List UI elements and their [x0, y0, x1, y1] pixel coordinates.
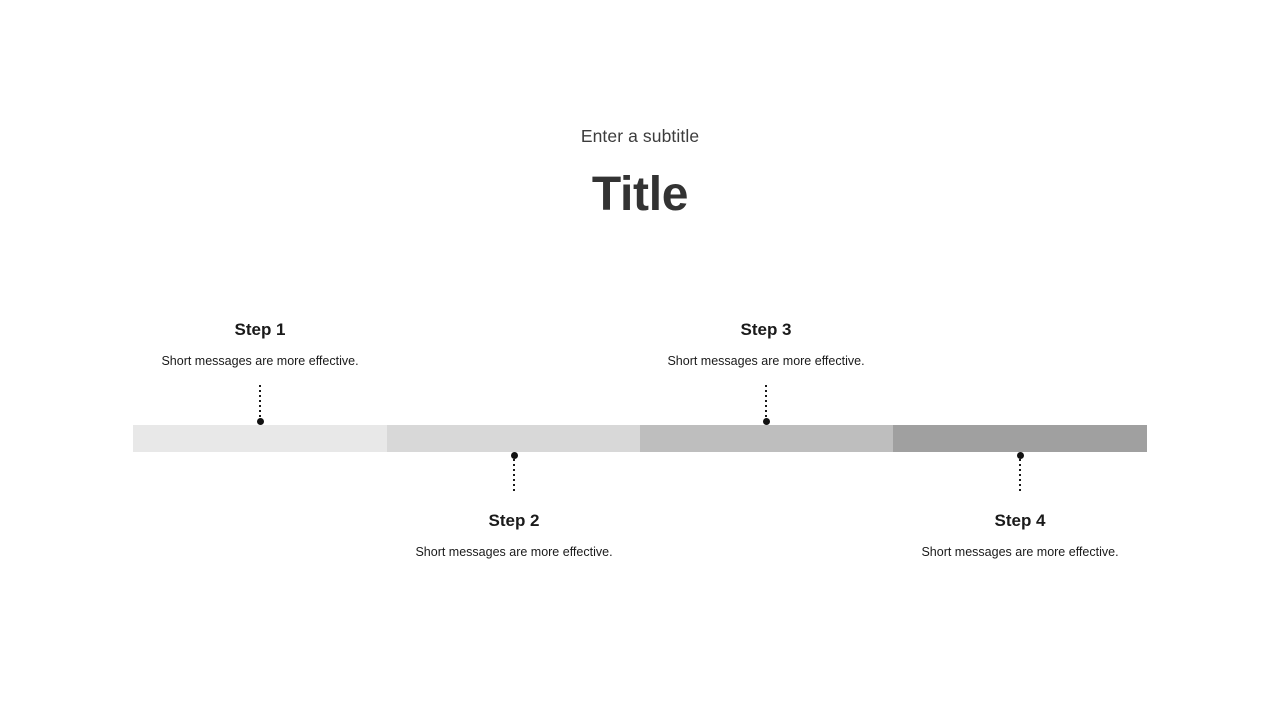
step-text-block-3: Step 3 Short messages are more effective. [616, 320, 916, 370]
step-connector-1 [256, 385, 264, 425]
slide-title[interactable]: Title [591, 168, 689, 221]
dotted-line-icon-3 [765, 385, 767, 418]
step-description-2[interactable]: Short messages are more effective. [415, 545, 613, 560]
timeline-graphic [133, 425, 1147, 452]
dotted-line-icon-4 [1019, 459, 1021, 492]
step-marker-dot-4[interactable] [1016, 452, 1024, 459]
slide-header: Enter a subtitle Title [0, 126, 1280, 222]
step-label-1[interactable]: Step 1 [234, 320, 286, 339]
step-text-block-4: Step 4 Short messages are more effective. [870, 511, 1170, 561]
step-connector-4 [1016, 452, 1024, 492]
step-label-4[interactable]: Step 4 [994, 511, 1046, 530]
slide-subtitle[interactable]: Enter a subtitle [580, 126, 700, 146]
step-description-4[interactable]: Short messages are more effective. [921, 545, 1119, 560]
step-connector-2 [510, 452, 518, 492]
step-text-block-1: Step 1 Short messages are more effective. [110, 320, 410, 370]
timeline-segment-4[interactable] [893, 425, 1147, 452]
step-label-3[interactable]: Step 3 [740, 320, 792, 339]
dotted-line-icon-2 [513, 459, 515, 492]
step-description-3[interactable]: Short messages are more effective. [667, 354, 865, 369]
timeline-segment-2[interactable] [387, 425, 640, 452]
step-marker-dot-2[interactable] [510, 452, 518, 459]
step-marker-dot-3[interactable] [762, 418, 770, 425]
step-description-1[interactable]: Short messages are more effective. [161, 354, 359, 369]
timeline-bar [133, 425, 1147, 452]
step-text-block-2: Step 2 Short messages are more effective. [364, 511, 664, 561]
step-label-2[interactable]: Step 2 [488, 511, 540, 530]
step-marker-dot-1[interactable] [256, 418, 264, 425]
step-connector-3 [762, 385, 770, 425]
timeline-segment-1[interactable] [133, 425, 387, 452]
timeline-segment-3[interactable] [640, 425, 893, 452]
dotted-line-icon-1 [259, 385, 261, 418]
